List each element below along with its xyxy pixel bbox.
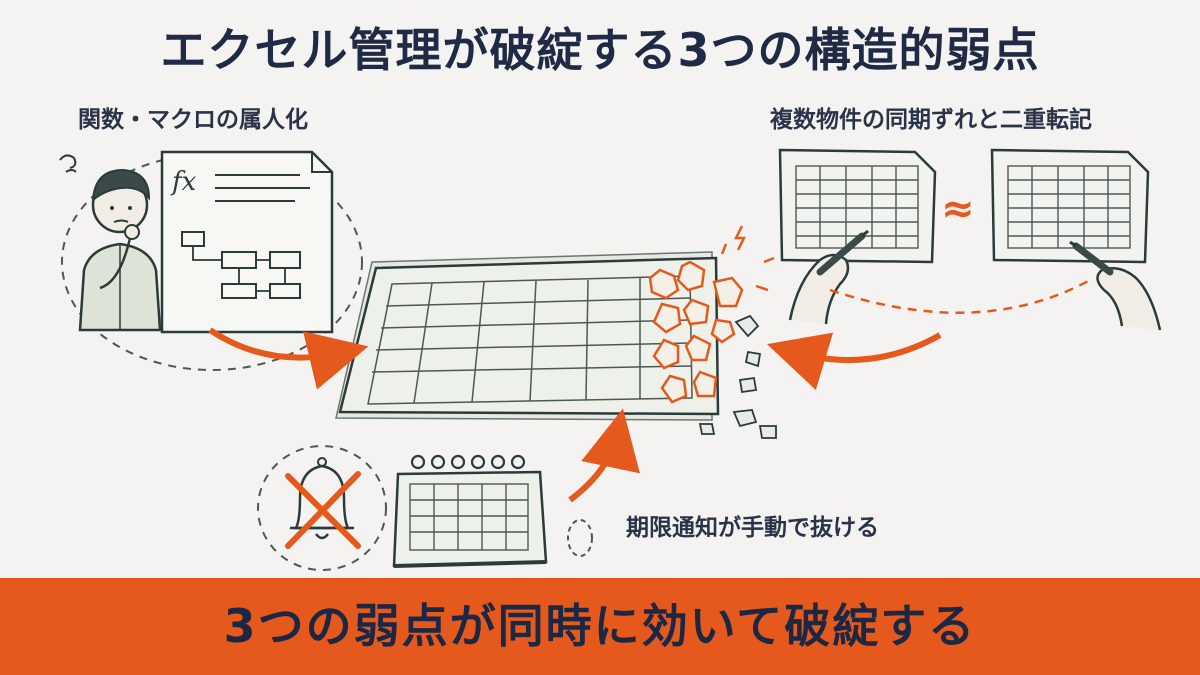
hand-with-pen-a-icon — [788, 229, 869, 325]
fx-document-icon: fx — [160, 150, 334, 334]
weakness-label-sync: 複数物件の同期ずれと二重転記 — [770, 107, 1092, 133]
spreadsheet-a-icon — [778, 148, 937, 264]
weakness-label-deadline: 期限通知が手動で抜ける — [626, 515, 879, 541]
dashed-boundary — [257, 445, 387, 571]
weakness-label-macro: 関数・マクロの属人化 — [78, 107, 308, 133]
page-title: エクセル管理が破綻する3つの構造的弱点 — [160, 23, 1040, 77]
arrow-bottom-to-center — [568, 408, 640, 503]
hand-with-pen-b-icon — [1069, 240, 1162, 331]
macro-dependency-group: fx — [59, 150, 363, 371]
arrows — [208, 327, 942, 503]
fragment-pieces — [698, 314, 777, 439]
broken-spreadsheet-icon — [335, 225, 777, 439]
spark-marks — [720, 225, 775, 292]
arrow-right-to-center — [767, 332, 942, 391]
worried-person-icon — [59, 154, 162, 332]
deadline-notification-group — [257, 445, 593, 571]
fx-symbol: fx — [170, 167, 197, 197]
spreadsheet-b-icon — [990, 148, 1150, 264]
conclusion-banner: 3つの弱点が同時に効いて破綻する — [0, 578, 1200, 675]
approx-symbol: ≈ — [941, 186, 975, 232]
cross-icon — [285, 471, 361, 549]
dashed-marker — [567, 519, 593, 557]
dashed-boundary — [61, 153, 363, 371]
arrow-left-to-center — [208, 327, 369, 390]
calendar-icon — [392, 454, 548, 568]
conclusion-text: 3つの弱点が同時に効いて破綻する — [223, 599, 977, 653]
crack-effect — [648, 260, 744, 404]
sync-duplication-group: ≈ — [778, 148, 1162, 331]
bell-icon — [290, 457, 354, 540]
sync-link-dashed — [829, 278, 1091, 314]
